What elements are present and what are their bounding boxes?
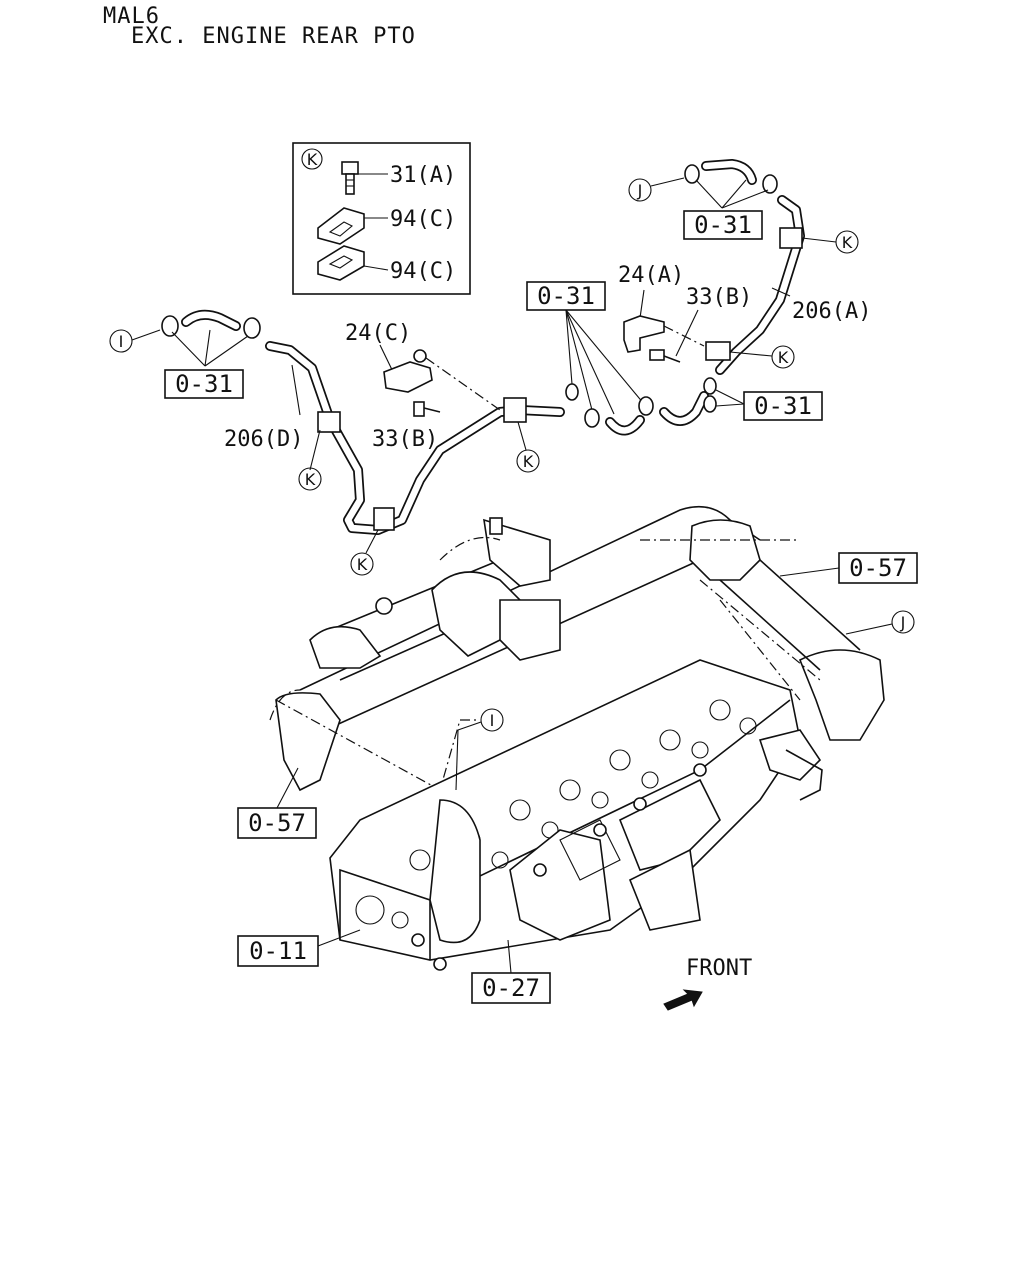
- condition-note: EXC. ENGINE REAR PTO: [131, 24, 416, 49]
- hose-clamp-icon: [161, 315, 179, 337]
- exhaust-manifold-assembly: [269, 505, 885, 971]
- svg-text:K: K: [305, 470, 316, 489]
- pipe-clamp-icon: [373, 507, 395, 531]
- pipe-206d: 206(D) K K K: [224, 341, 565, 576]
- svg-text:K: K: [778, 348, 789, 367]
- svg-text:K: K: [523, 452, 534, 471]
- pipe-206a: K K 206(A): [705, 195, 871, 375]
- pipe-clamp-icon: [705, 341, 731, 361]
- svg-text:0-11: 0-11: [249, 937, 307, 965]
- hose-group-right: J 0-31: [628, 159, 778, 240]
- svg-text:206(A): 206(A): [792, 299, 871, 324]
- legend-box-k: K 31(A) 94(C) 94(C): [292, 142, 471, 295]
- hose-group-left: I 0-31: [109, 309, 261, 399]
- cylinder-head-holes: [355, 699, 757, 929]
- svg-text:0-31: 0-31: [175, 370, 233, 398]
- front-label: FRONT: [686, 956, 752, 981]
- svg-text:33(B): 33(B): [372, 427, 438, 452]
- svg-text:J: J: [637, 181, 643, 200]
- hose-group-middle: 0-31: [526, 281, 654, 436]
- front-indicator: FRONT: [663, 956, 752, 1011]
- svg-text:0-31: 0-31: [537, 282, 595, 310]
- svg-text:0-57: 0-57: [248, 809, 306, 837]
- ref-box-031-top: [683, 210, 763, 240]
- bracket-24c: 24(C) 33(B): [345, 321, 501, 452]
- callout-j-right: J: [845, 610, 915, 635]
- bolt-icon: [341, 161, 359, 195]
- svg-text:K: K: [357, 555, 368, 574]
- ref-box-027: 0-27: [471, 939, 551, 1004]
- svg-text:0-31: 0-31: [694, 211, 752, 239]
- svg-text:K: K: [842, 233, 853, 252]
- svg-text:J: J: [900, 613, 906, 632]
- hose-clamp-icon: [243, 317, 261, 339]
- svg-text:I: I: [490, 711, 495, 730]
- legend-item-94c-upper: 94(C): [390, 207, 456, 232]
- pipe-clamp-icon: [317, 411, 341, 433]
- legend-item-94c-lower: 94(C): [390, 259, 456, 284]
- clamp-upper-icon: [317, 207, 365, 245]
- svg-text:24(C): 24(C): [345, 321, 411, 346]
- bolt-icon: [413, 401, 425, 417]
- ref-box-031-right: [743, 391, 823, 421]
- bracket-24a: 24(A) 33(B): [618, 263, 752, 363]
- hose-group-right-lower: 0-31: [659, 377, 823, 426]
- ref-box-057-right: 0-57: [779, 552, 918, 584]
- svg-text:33(B): 33(B): [686, 285, 752, 310]
- label-206d: 206(D): [224, 427, 303, 452]
- front-arrow-icon: [663, 989, 703, 1011]
- callout-i-left: I: [119, 332, 124, 351]
- ref-box-057-left: 0-57: [237, 767, 317, 839]
- callout-i-center: I: [455, 708, 504, 791]
- svg-text:0-27: 0-27: [482, 974, 540, 1002]
- svg-text:0-57: 0-57: [849, 554, 907, 582]
- pipe-clamp-icon: [503, 397, 527, 423]
- bolt-icon: [649, 349, 665, 361]
- callout-k-circle: [301, 148, 323, 170]
- ref-box-031-left: [164, 369, 244, 399]
- legend-item-31a: 31(A): [390, 163, 456, 188]
- pipe-clamp-icon: [779, 227, 803, 249]
- model-code: MAL6: [103, 4, 160, 29]
- svg-text:24(A): 24(A): [618, 263, 684, 288]
- clamp-lower-icon: [317, 245, 365, 281]
- svg-text:0-31: 0-31: [754, 392, 812, 420]
- ref-box-011: 0-11: [237, 929, 361, 967]
- legend-marker: K: [307, 150, 318, 169]
